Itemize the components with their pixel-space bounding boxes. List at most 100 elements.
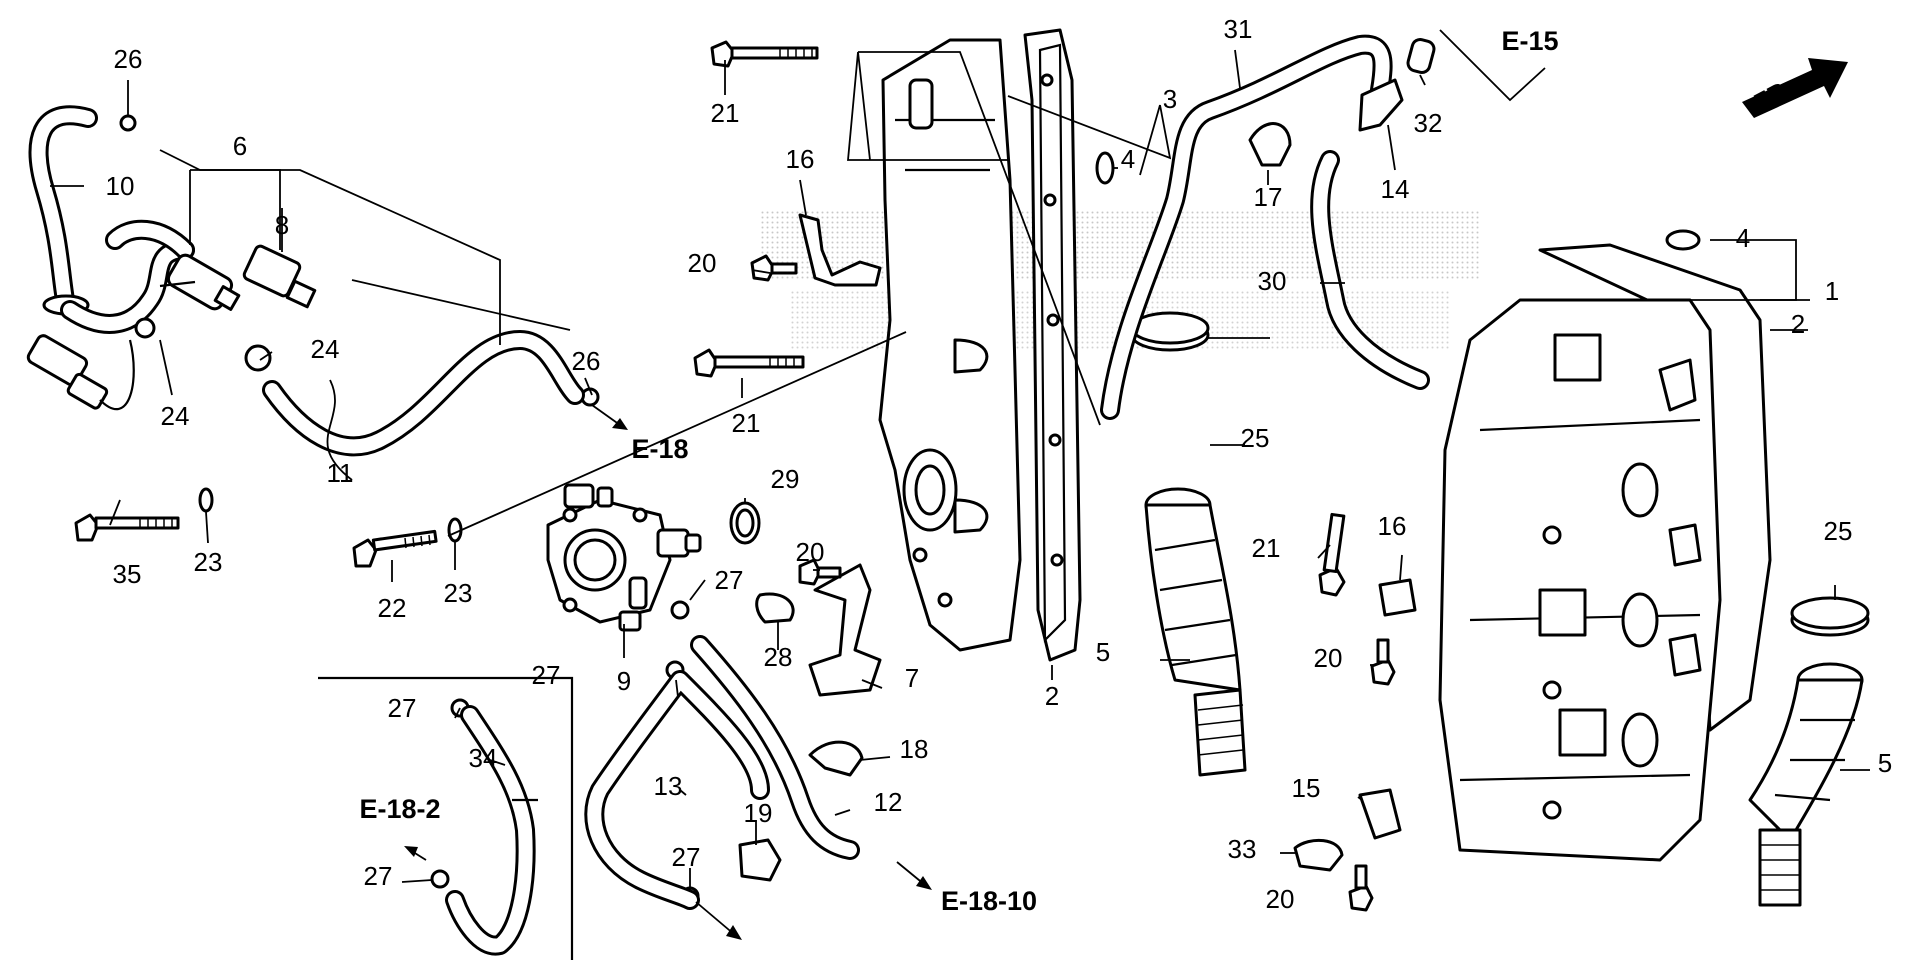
seal-4-center <box>1095 151 1115 185</box>
intake-duct-5-right <box>1748 662 1864 907</box>
intake-duct-5-center <box>1144 487 1247 777</box>
reference-label: E-18 <box>631 434 688 464</box>
part-callout-1: 1 <box>1825 276 1839 306</box>
part-callout-5: 5 <box>1878 748 1892 778</box>
clip-28 <box>755 592 795 624</box>
part-callout-10: 10 <box>106 171 135 201</box>
bolt-21 <box>693 40 819 378</box>
part-callout-25: 25 <box>1241 423 1270 453</box>
part-callout-7: 7 <box>905 663 919 693</box>
connector-8 <box>242 244 317 309</box>
hose-30 <box>1310 150 1430 390</box>
part-callout-22: 22 <box>378 593 407 623</box>
seal-4-right <box>1665 229 1701 251</box>
part-callout-5: 5 <box>1096 637 1110 667</box>
clamp-17 <box>1248 122 1292 167</box>
part-callout-12: 12 <box>874 787 903 817</box>
part-callout-3: 3 <box>1163 84 1177 114</box>
fitting-14 <box>1358 78 1404 132</box>
clamp-24 <box>134 317 272 372</box>
part-callout-26: 26 <box>572 346 601 376</box>
part-callout-31: 31 <box>1224 14 1253 44</box>
part-callout-27: 27 <box>715 565 744 595</box>
part-callout-29: 29 <box>771 464 800 494</box>
front-arrow-icon <box>1742 58 1848 118</box>
part-callout-35: 35 <box>113 559 142 589</box>
part-callout-23: 23 <box>194 547 223 577</box>
holder-19 <box>738 838 782 882</box>
hose-13 <box>584 670 770 910</box>
part-callout-27: 27 <box>388 693 417 723</box>
part-callout-4: 4 <box>1121 144 1135 174</box>
sensor-connector <box>26 334 135 411</box>
part-callout-27: 27 <box>532 660 561 690</box>
hose-31 <box>1100 34 1393 420</box>
part-callout-21: 21 <box>1252 533 1281 563</box>
solenoid-valve-6 <box>105 219 241 311</box>
part-callout-32: 32 <box>1414 108 1443 138</box>
part-callout-20: 20 <box>796 537 825 567</box>
part-callout-27: 27 <box>672 842 701 872</box>
part-callout-8: 8 <box>275 210 289 240</box>
part-callout-20: 20 <box>1314 643 1343 673</box>
reference-label: E-15 <box>1501 26 1558 56</box>
hose-34 <box>445 705 538 956</box>
part-callout-13: 13 <box>654 771 683 801</box>
reference-label: E-18-10 <box>941 886 1037 916</box>
inset-frame <box>318 676 574 960</box>
head-cover-1 <box>1438 298 1722 862</box>
part-callout-16: 16 <box>1378 511 1407 541</box>
part-callout-17: 17 <box>1254 182 1283 212</box>
clip-33 <box>1293 838 1344 872</box>
bolt-35 <box>74 513 180 542</box>
part-callout-18: 18 <box>900 734 929 764</box>
reference-label: E-18-2 <box>359 794 440 824</box>
leader-lines <box>50 29 1870 888</box>
hose-10 <box>28 105 195 334</box>
part-callout-24: 24 <box>311 334 340 364</box>
part-callout-4: 4 <box>1736 223 1750 253</box>
part-callout-16: 16 <box>786 144 815 174</box>
clip-18 <box>808 740 864 777</box>
hose-12 <box>690 635 860 860</box>
part-callout-6: 6 <box>233 131 247 161</box>
bolt-21-right <box>1318 512 1346 597</box>
part-callout-28: 28 <box>764 642 793 672</box>
clamp-25-right <box>1790 596 1870 637</box>
bracket-16-center <box>798 213 882 287</box>
bracket-15 <box>1358 788 1402 840</box>
cap-32 <box>1406 37 1436 75</box>
clamp-25-center <box>1130 311 1210 352</box>
part-callout-23: 23 <box>444 578 473 608</box>
part-callout-27: 27 <box>364 861 393 891</box>
bolt-22 <box>352 529 438 568</box>
part-callout-2: 2 <box>1791 309 1805 339</box>
part-callout-34: 34 <box>469 743 498 773</box>
part-callout-21: 21 <box>732 408 761 438</box>
vapor-separator-9 <box>546 483 702 632</box>
part-callout-33: 33 <box>1228 834 1257 864</box>
part-callout-25: 25 <box>1824 516 1853 546</box>
bolt-20-left <box>798 558 842 586</box>
part-callout-15: 15 <box>1292 773 1321 803</box>
part-callout-14: 14 <box>1381 174 1410 204</box>
part-callout-2: 2 <box>1045 681 1059 711</box>
part-callout-20: 20 <box>1266 884 1295 914</box>
gasket-2-center <box>1023 28 1082 662</box>
part-callout-24: 24 <box>161 401 190 431</box>
bracket-7 <box>808 563 882 697</box>
bolt-20-center <box>750 254 798 282</box>
bracket-16-right <box>1378 578 1417 617</box>
part-callout-20: 20 <box>688 248 717 278</box>
part-callout-26: 26 <box>114 44 143 74</box>
reference-arrows <box>404 404 932 940</box>
part-callout-19: 19 <box>744 798 773 828</box>
hose-11 <box>262 330 585 457</box>
clip-26 <box>119 114 600 407</box>
bolt-20-right <box>1348 638 1396 912</box>
part-callout-9: 9 <box>617 666 631 696</box>
o-ring-29 <box>729 501 761 545</box>
head-cover-3 <box>878 38 1022 652</box>
